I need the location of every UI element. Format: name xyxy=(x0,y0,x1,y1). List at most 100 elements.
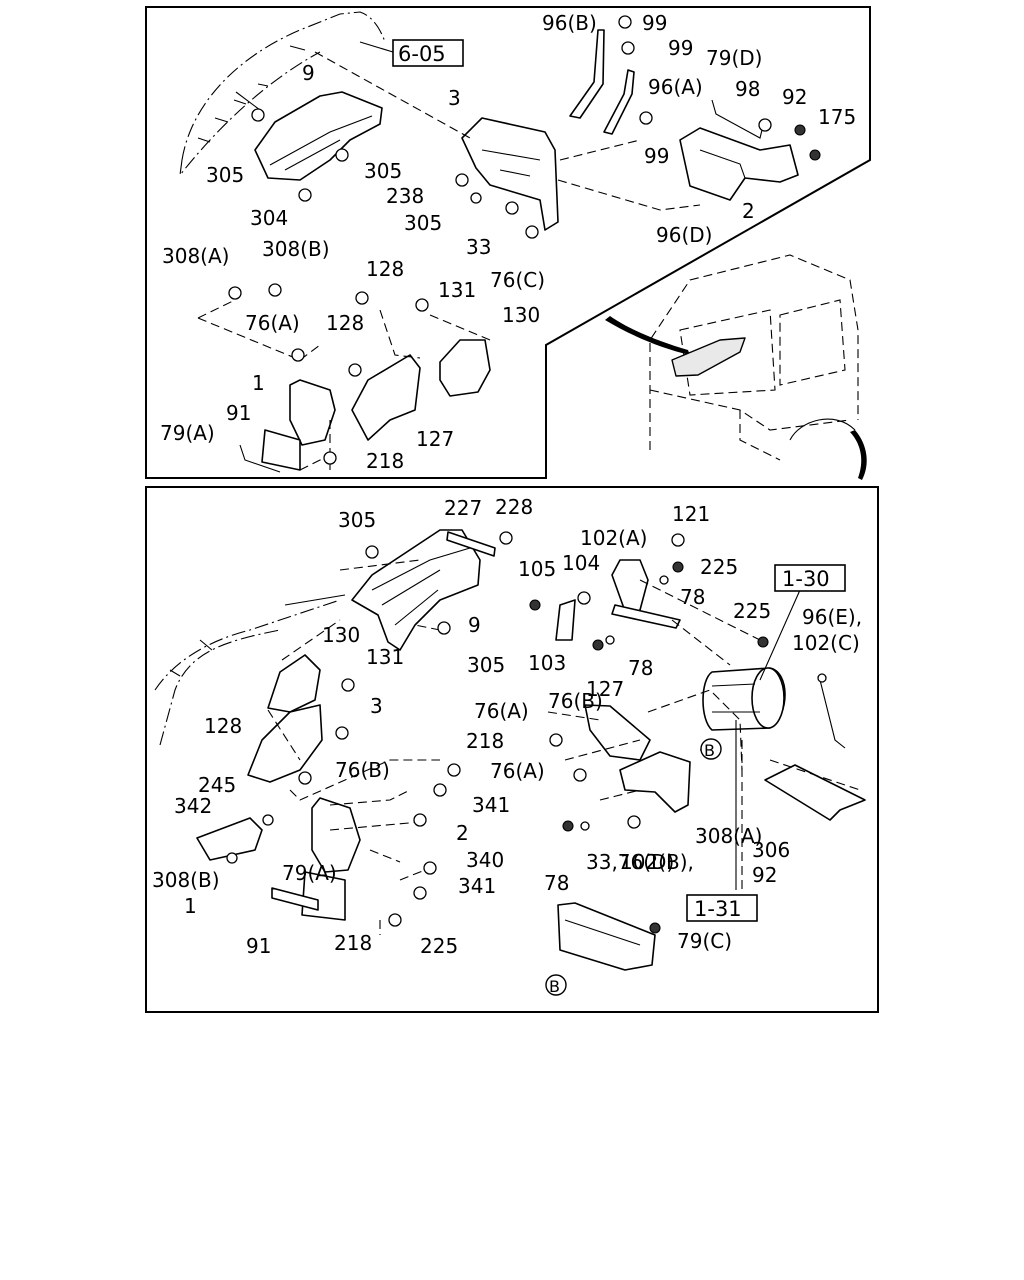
label: 78 xyxy=(628,656,653,680)
label: 1 xyxy=(252,371,265,395)
label: 308(B) xyxy=(152,868,220,892)
label: 127 xyxy=(416,427,454,451)
ref-box-1-31-label: 1-31 xyxy=(694,897,742,921)
label: 91 xyxy=(246,934,271,958)
label: 225 xyxy=(420,934,458,958)
label: 76(B) xyxy=(335,758,390,782)
label: 308(A) xyxy=(162,244,229,268)
circle-marker-b-label: B xyxy=(549,977,560,996)
label: 104 xyxy=(562,551,600,575)
ref-box-1-30 xyxy=(774,564,846,592)
label: 341 xyxy=(458,874,496,898)
ref-box-6-05 xyxy=(392,39,464,67)
label: 92 xyxy=(752,863,777,887)
fuel-tank xyxy=(702,667,786,731)
part-130-plate-b xyxy=(267,654,321,713)
label: 79(A) xyxy=(282,861,337,885)
label: 105 xyxy=(518,557,556,581)
label: 33 xyxy=(466,235,491,259)
part-2-bracket-b xyxy=(619,751,691,813)
label: 103 xyxy=(528,651,566,675)
label: 218 xyxy=(334,931,372,955)
bottom-labels: 305 227 228 121 102(A) 105 104 225 78 9 … xyxy=(152,495,862,958)
label: 131 xyxy=(366,645,404,669)
label: 342 xyxy=(174,794,212,818)
part-130-plate xyxy=(439,339,491,397)
label: 227 xyxy=(444,496,482,520)
label: 99 xyxy=(668,36,693,60)
label: 3 xyxy=(370,694,383,718)
bottom-panel-frame xyxy=(145,486,879,1013)
part-102b-bracket xyxy=(764,764,866,821)
label: 175 xyxy=(818,105,856,129)
label: 76(B) xyxy=(548,689,603,713)
label: 304 xyxy=(250,206,288,230)
part-1-bracket-b xyxy=(311,797,361,873)
cab-illustration xyxy=(605,254,867,480)
ref-box-1-31 xyxy=(686,894,758,922)
label: 238 xyxy=(386,184,424,208)
label: 99 xyxy=(642,11,667,35)
label: 99 xyxy=(644,144,669,168)
label: 96(A) xyxy=(648,75,703,99)
label: 102(C) xyxy=(792,631,860,655)
part-3-bracket xyxy=(461,117,559,231)
label: 92 xyxy=(782,85,807,109)
top-panel: 6-05 96(B) 99 99 79(D) 96(A) 98 92 175 9… xyxy=(145,6,871,480)
label: 305 xyxy=(467,653,505,677)
label: 131 xyxy=(438,278,476,302)
label: 79(C) xyxy=(677,929,732,953)
label: 130 xyxy=(502,303,540,327)
label: 76(A) xyxy=(245,311,300,335)
part-3-bracket-b xyxy=(584,704,651,761)
label: 305 xyxy=(206,163,244,187)
circle-marker-b-label: B xyxy=(704,741,715,760)
label: 340 xyxy=(466,848,504,872)
bottom-panel: B B 1-30 1-31 305 227 228 121 102(A) 105… xyxy=(145,486,879,1013)
part-127-plate-b xyxy=(247,704,323,783)
label: 225 xyxy=(733,599,771,623)
ref-box-1-30-label: 1-30 xyxy=(782,567,830,591)
label: 96(E), xyxy=(802,605,862,629)
label: 98 xyxy=(735,77,760,101)
label: 308(A) xyxy=(695,824,762,848)
label: 121 xyxy=(672,502,710,526)
part-9-liner-b xyxy=(351,529,481,651)
label: 76(C) xyxy=(490,268,545,292)
label: 341 xyxy=(472,793,510,817)
circle-marker-b xyxy=(700,738,722,760)
part-9-liner xyxy=(254,91,383,181)
top-fasteners xyxy=(228,15,821,465)
label: 76(A) xyxy=(490,759,545,783)
label: 228 xyxy=(495,495,533,519)
label: 78 xyxy=(680,585,705,609)
label: 33,76(D) xyxy=(586,850,674,874)
circle-marker-b xyxy=(545,974,567,996)
label: 128 xyxy=(204,714,242,738)
label: 130 xyxy=(322,623,360,647)
part-79c-plate xyxy=(557,902,656,971)
label: 79(A) xyxy=(160,421,215,445)
label: 128 xyxy=(326,311,364,335)
label: 76(A) xyxy=(474,699,529,723)
label: 305 xyxy=(404,211,442,235)
label: 1 xyxy=(184,894,197,918)
label: 102(B), xyxy=(620,850,694,874)
label: 225 xyxy=(700,555,738,579)
bottom-fasteners xyxy=(226,531,827,934)
label: 96(D) xyxy=(656,223,712,247)
label: 306 xyxy=(752,838,790,862)
top-panel-frame xyxy=(145,6,871,479)
label: 127 xyxy=(586,677,624,701)
label: 218 xyxy=(366,449,404,473)
label: 245 xyxy=(198,773,236,797)
top-labels: 96(B) 99 99 79(D) 96(A) 98 92 175 9 3 30… xyxy=(160,11,856,473)
label: 305 xyxy=(338,508,376,532)
part-1-bracket xyxy=(289,379,336,446)
label: 2 xyxy=(456,821,469,845)
label: 96(B) xyxy=(542,11,597,35)
label: 308(B) xyxy=(262,237,330,261)
label: 91 xyxy=(226,401,251,425)
label: 128 xyxy=(366,257,404,281)
